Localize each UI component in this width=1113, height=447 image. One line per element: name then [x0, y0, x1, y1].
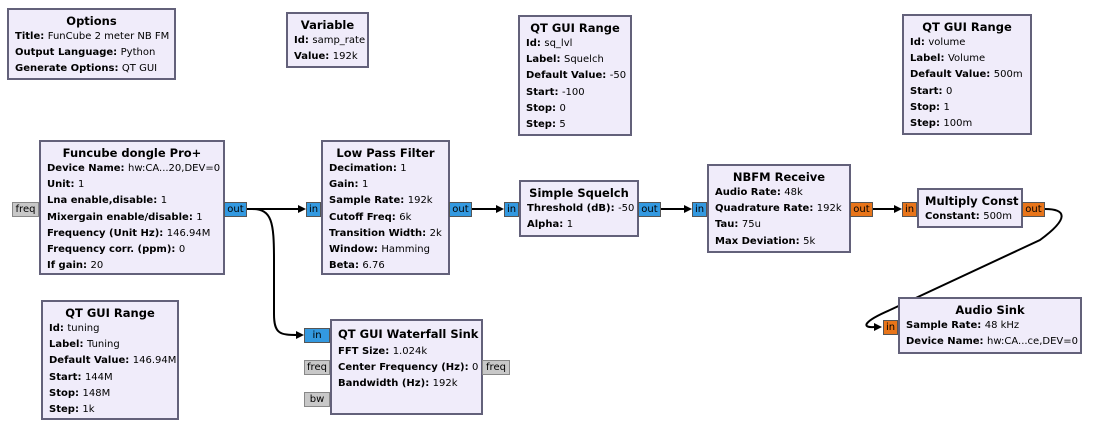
param-default-value: Default Value: 146.94M — [49, 355, 177, 367]
low-pass-filter-block[interactable]: Low Pass Filter Decimation: 1 Gain: 1 Sa… — [321, 140, 450, 275]
wire-arrowhead — [874, 323, 882, 331]
squelch-input-port[interactable]: in — [504, 202, 519, 217]
wire-arrowhead — [496, 205, 504, 213]
wire-mult-to-audio[interactable] — [865, 208, 1063, 329]
param-id: Id: volume — [910, 37, 966, 48]
param-value: Value: 192k — [294, 51, 358, 63]
qt-gui-range-squelch-block[interactable]: QT GUI Range Id: sq_lvl Label: Squelch D… — [518, 15, 632, 136]
param-id: Id: tuning — [49, 323, 100, 334]
block-title: Variable — [300, 18, 355, 32]
waterfall-freq-input-port[interactable]: freq — [304, 360, 330, 375]
audio-sink-block[interactable]: Audio Sink Sample Rate: 48 kHz Device Na… — [898, 297, 1082, 354]
qt-gui-waterfall-sink-block[interactable]: QT GUI Waterfall Sink FFT Size: 1.024k C… — [330, 319, 483, 415]
param-transition-width: Transition Width: 2k — [329, 227, 442, 239]
param-stop: Stop: 148M — [49, 387, 111, 399]
funcube-output-port[interactable]: out — [224, 202, 247, 217]
variable-block[interactable]: Variable Id: samp_rate Value: 192k — [286, 12, 369, 68]
param-bandwidth: Bandwidth (Hz): 192k — [338, 378, 458, 390]
param-gain: Gain: 1 — [329, 179, 369, 191]
param-label: Label: Squelch — [526, 54, 604, 66]
nbfm-input-port[interactable]: in — [692, 202, 707, 217]
block-title: Multiply Const — [925, 194, 1019, 208]
param-start: Start: 144M — [49, 371, 113, 383]
wire-arrowhead — [298, 205, 306, 213]
param-device-name: Device Name: hw:CA...ce,DEV=0 — [906, 336, 1078, 348]
waterfall-input-port[interactable]: in — [304, 328, 330, 343]
nbfm-output-port[interactable]: out — [850, 202, 873, 217]
param-sample-rate: Sample Rate: 48 kHz — [906, 320, 1020, 331]
param-cutoff-freq: Cutoff Freq: 6k — [329, 211, 412, 223]
param-default-value: Default Value: 500m — [910, 69, 1023, 81]
param-step: Step: 1k — [49, 404, 95, 416]
param-if-gain: If gain: 20 — [47, 260, 104, 272]
param-beta: Beta: 6.76 — [329, 260, 385, 272]
simple-squelch-block[interactable]: Simple Squelch Threshold (dB): -50 Alpha… — [519, 180, 639, 237]
param-title: Title: FunCube 2 meter NB FM — [15, 31, 170, 42]
param-device-name: Device Name: hw:CA...20,DEV=0 — [47, 163, 221, 174]
param-mixergain-enable: Mixergain enable/disable: 1 — [47, 211, 203, 223]
param-id: Id: samp_rate — [294, 35, 366, 46]
waterfall-bw-input-port[interactable]: bw — [304, 392, 330, 407]
param-tau: Tau: 75u — [715, 219, 761, 231]
param-stop: Stop: 1 — [910, 101, 950, 113]
param-audio-rate: Audio Rate: 48k — [715, 187, 803, 198]
wire-arrowhead — [894, 205, 902, 213]
block-title: Funcube dongle Pro+ — [62, 146, 202, 160]
block-title: Simple Squelch — [529, 186, 629, 200]
lpf-output-port[interactable]: out — [449, 202, 472, 217]
wire-arrowhead — [296, 331, 304, 339]
mult-input-port[interactable]: in — [902, 202, 917, 217]
block-title: QT GUI Range — [530, 21, 620, 35]
funcube-dongle-block[interactable]: Funcube dongle Pro+ Device Name: hw:CA..… — [39, 140, 225, 275]
param-lna-enable: Lna enable,disable: 1 — [47, 195, 168, 207]
block-title: QT GUI Waterfall Sink — [338, 327, 479, 341]
param-frequency: Frequency (Unit Hz): 146.94M — [47, 227, 211, 239]
param-unit: Unit: 1 — [47, 179, 85, 191]
param-fft-size: FFT Size: 1.024k — [338, 346, 428, 357]
param-decimation: Decimation: 1 — [329, 163, 407, 174]
waterfall-freq-output-port[interactable]: freq — [482, 360, 510, 375]
block-title: Audio Sink — [955, 303, 1025, 317]
param-stop: Stop: 0 — [526, 102, 566, 114]
param-quadrature-rate: Quadrature Rate: 192k — [715, 203, 842, 215]
param-step: Step: 100m — [910, 118, 973, 130]
param-generate-options: Generate Options: QT GUI — [15, 63, 158, 75]
qt-gui-range-tuning-block[interactable]: QT GUI Range Id: tuning Label: Tuning De… — [41, 300, 179, 420]
block-title: QT GUI Range — [922, 20, 1012, 34]
nbfm-receive-block[interactable]: NBFM Receive Audio Rate: 48k Quadrature … — [707, 164, 851, 253]
param-frequency-corr: Frequency corr. (ppm): 0 — [47, 244, 186, 256]
param-start: Start: -100 — [526, 86, 585, 98]
block-title: Low Pass Filter — [336, 146, 435, 160]
audio-input-port[interactable]: in — [883, 320, 898, 335]
block-title: QT GUI Range — [65, 306, 155, 320]
param-start: Start: 0 — [910, 85, 953, 97]
param-window: Window: Hamming — [329, 244, 430, 256]
squelch-output-port[interactable]: out — [638, 202, 661, 217]
wire-funcube-to-waterfall[interactable] — [251, 208, 299, 336]
param-alpha: Alpha: 1 — [527, 219, 574, 231]
options-block[interactable]: Options Title: FunCube 2 meter NB FM Out… — [7, 8, 176, 80]
param-threshold: Threshold (dB): -50 — [527, 203, 635, 214]
block-title: NBFM Receive — [732, 170, 826, 184]
qt-gui-range-volume-block[interactable]: QT GUI Range Id: volume Label: Volume De… — [902, 14, 1032, 135]
param-constant: Constant: 500m — [925, 211, 1013, 222]
param-max-deviation: Max Deviation: 5k — [715, 235, 816, 247]
mult-output-port[interactable]: out — [1022, 202, 1045, 217]
param-center-frequency: Center Frequency (Hz): 0 — [338, 362, 479, 374]
wire-arrowhead — [684, 205, 692, 213]
param-id: Id: sq_lvl — [526, 38, 573, 49]
param-default-value: Default Value: -50 — [526, 70, 627, 82]
param-sample-rate: Sample Rate: 192k — [329, 195, 433, 207]
param-output-language: Output Language: Python — [15, 47, 156, 59]
param-label: Label: Tuning — [49, 339, 120, 351]
param-step: Step: 5 — [526, 119, 566, 131]
block-title: Options — [66, 14, 117, 28]
funcube-freq-input-port[interactable]: freq — [12, 202, 39, 217]
multiply-const-block[interactable]: Multiply Const Constant: 500m — [917, 188, 1023, 228]
lpf-input-port[interactable]: in — [306, 202, 321, 217]
param-label: Label: Volume — [910, 53, 986, 65]
